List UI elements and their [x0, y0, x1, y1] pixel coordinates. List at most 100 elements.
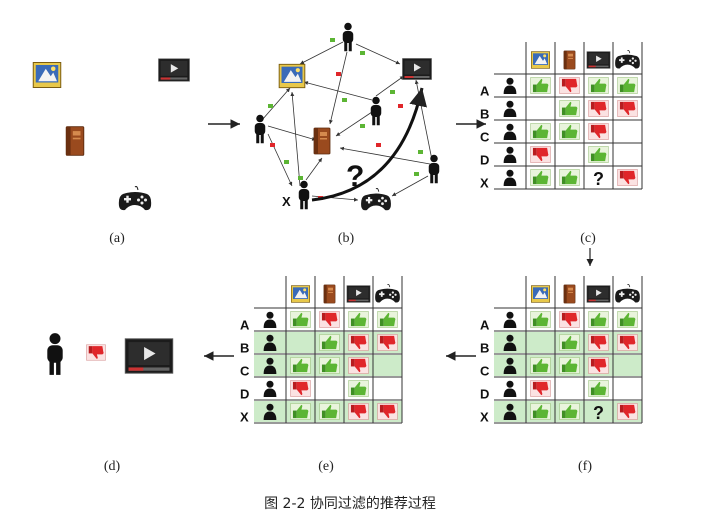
user-row-label: D	[480, 387, 489, 402]
panel-label-b: (b)	[338, 231, 355, 246]
dislike-icon	[559, 77, 580, 94]
like-icon	[348, 311, 369, 328]
panel-b: X ? (b)	[254, 22, 440, 246]
user-row-label: D	[240, 387, 249, 402]
user-row-label: A	[480, 318, 490, 333]
image-file-icon	[530, 51, 551, 69]
user-icon	[503, 100, 517, 117]
user-icon	[428, 154, 440, 184]
dislike-icon	[617, 334, 638, 351]
user-icon	[503, 146, 517, 163]
like-icon	[559, 169, 580, 186]
user-row-label: B	[480, 107, 489, 122]
user-row-label: C	[240, 364, 250, 379]
user-row-label: X	[480, 410, 489, 425]
like-icon	[559, 100, 580, 117]
user-icon	[503, 380, 517, 397]
like-icon	[319, 357, 340, 374]
figure-caption: 图 2-2 协同过滤的推荐过程	[264, 496, 436, 512]
image-file-icon	[278, 63, 306, 89]
gamepad-icon	[614, 284, 641, 303]
user-x-icon	[47, 333, 63, 375]
user-row-label: B	[480, 341, 489, 356]
video-player-icon	[586, 51, 611, 69]
book-icon	[65, 126, 85, 156]
dislike-icon	[530, 146, 551, 163]
gamepad-icon	[360, 188, 392, 211]
user-icon	[342, 22, 354, 52]
user-icon	[370, 96, 382, 126]
dislike-icon	[377, 334, 398, 351]
prediction-arrow	[311, 87, 427, 202]
dislike-icon	[530, 380, 551, 397]
like-icon	[617, 77, 638, 94]
dislike-icon	[348, 403, 369, 420]
like-icon	[319, 403, 340, 420]
video-player-icon	[158, 58, 190, 82]
dislike-icon	[617, 100, 638, 117]
video-player-icon	[124, 338, 174, 374]
user-icon	[263, 311, 277, 328]
like-icon	[588, 380, 609, 397]
like-icon	[530, 123, 551, 140]
user-icon	[503, 123, 517, 140]
panel-d: (d)	[47, 333, 174, 474]
video-player-icon	[346, 285, 371, 303]
like-icon	[377, 311, 398, 328]
user-row-label: D	[480, 153, 489, 168]
target-user-label: X	[282, 194, 291, 209]
user-icon	[503, 169, 517, 186]
like-icon	[530, 403, 551, 420]
video-player-icon	[586, 285, 611, 303]
dislike-icon	[290, 380, 311, 397]
like-icon	[617, 311, 638, 328]
like-icon	[530, 357, 551, 374]
grid-lines	[254, 276, 403, 424]
dislike-icon	[348, 334, 369, 351]
dislike-icon	[86, 344, 106, 361]
relation-edges	[261, 41, 433, 202]
user-icon	[263, 380, 277, 397]
book-icon	[563, 50, 576, 70]
like-icon	[588, 77, 609, 94]
unknown-rating-mark: ?	[593, 403, 604, 423]
like-icon	[530, 77, 551, 94]
like-icon	[559, 334, 580, 351]
target-user-icon	[298, 180, 310, 210]
like-icon	[290, 357, 311, 374]
panel-label-c: (c)	[580, 231, 596, 246]
dislike-icon	[348, 357, 369, 374]
like-icon	[588, 146, 609, 163]
dislike-icon	[617, 403, 638, 420]
like-icon	[290, 403, 311, 420]
like-icon	[559, 357, 580, 374]
like-icon	[348, 380, 369, 397]
dislike-icon	[559, 311, 580, 328]
gamepad-icon	[374, 284, 401, 303]
image-file-icon	[290, 285, 311, 303]
user-row-label: X	[240, 410, 249, 425]
book-icon	[313, 127, 331, 155]
panel-label-a: (a)	[109, 231, 125, 246]
image-file-icon	[530, 285, 551, 303]
image-file-icon	[32, 61, 62, 89]
panel-a: (a)	[32, 58, 190, 246]
user-row-label: C	[480, 130, 490, 145]
dislike-icon	[588, 123, 609, 140]
book-icon	[323, 284, 336, 304]
like-icon	[559, 123, 580, 140]
like-icon	[290, 311, 311, 328]
dislike-icon	[588, 334, 609, 351]
user-row-label: X	[480, 176, 489, 191]
grid-lines	[494, 276, 643, 424]
user-row-label: B	[240, 341, 249, 356]
like-icon	[588, 311, 609, 328]
like-icon	[559, 403, 580, 420]
dislike-icon	[588, 357, 609, 374]
like-icon	[530, 311, 551, 328]
user-row-label: A	[480, 84, 490, 99]
